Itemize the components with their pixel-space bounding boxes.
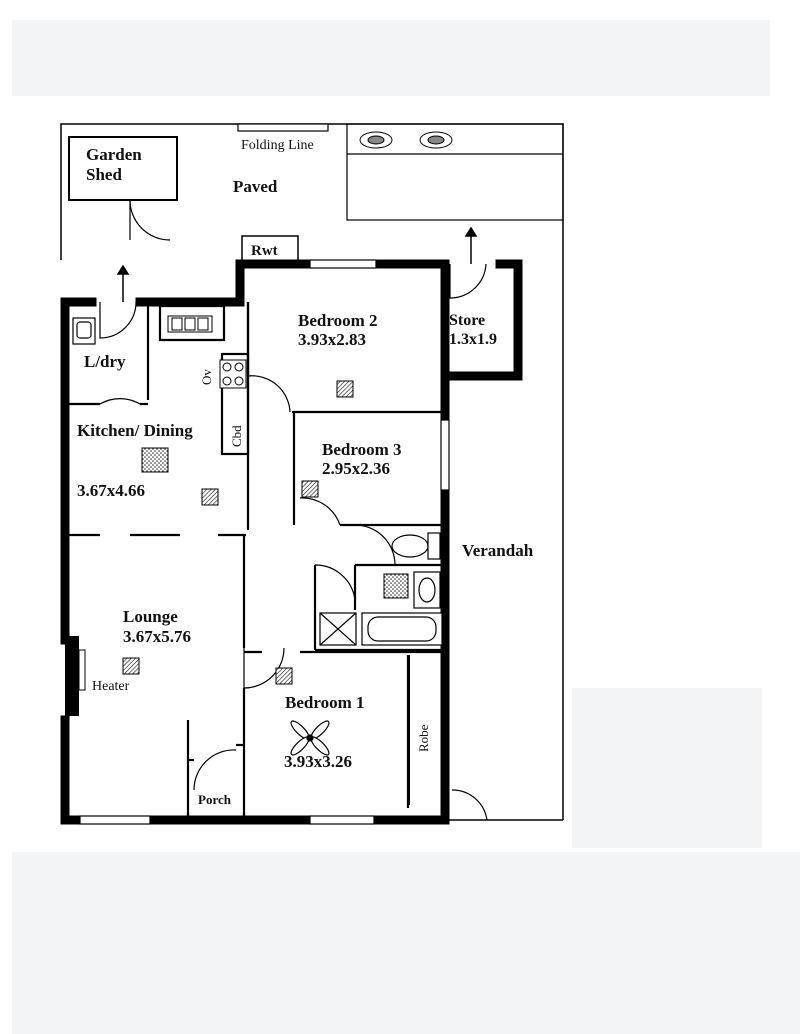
label-bedroom2: Bedroom 2 [298,311,378,330]
label-shed: Shed [86,165,122,184]
right-band [572,688,762,848]
plant-icon [359,131,453,149]
folding-line-marker [237,123,329,132]
site-boundary [60,123,564,821]
label-verandah: Verandah [462,541,534,560]
outlet-icon [336,380,354,398]
label-lounge: Lounge [123,607,178,626]
label-bedroom3: Bedroom 3 [322,440,402,459]
top-band [12,20,770,96]
label-ldry: L/dry [84,352,126,371]
outlet-icon [201,488,219,506]
label-kitchen: Kitchen/ Dining [77,421,193,440]
laundry-tub [72,317,96,345]
heater-unit [65,636,79,716]
garden-shed [68,136,178,241]
door-swings [99,263,488,821]
label-paved: Paved [233,177,278,196]
robe-divider [408,655,410,805]
cooktop [219,359,247,389]
bathtub [361,612,443,646]
light-fixture [383,573,409,599]
label-bedroom1-size: 3.93x3.26 [284,752,352,771]
outlet-icon [301,480,319,498]
label-kitchen-size: 3.67x4.66 [77,481,145,500]
label-garden: Garden [86,145,142,164]
outlet-icon [122,657,140,675]
exit-arrow-icon [116,226,478,302]
toilet [391,532,441,560]
label-robe: Robe [416,724,431,752]
label-store-size: 1.3x1.9 [449,331,497,348]
label-porch: Porch [198,792,232,807]
label-cbd: Cbd [229,425,244,447]
ceiling-fan-icon [290,720,330,756]
outlet-icon [275,667,293,685]
label-rwt: Rwt [251,243,278,259]
label-store: Store [449,312,485,329]
window-lines [79,259,450,825]
label-lounge-size: 3.67x5.76 [123,627,191,646]
bottom-band [12,852,800,1034]
label-heater: Heater [92,679,130,694]
vanity-basin [413,571,441,609]
shower [319,612,357,646]
garden-bed [346,123,564,221]
label-ov: Ov [199,369,214,385]
main-walls [60,259,523,825]
label-bedroom1: Bedroom 1 [285,693,365,712]
kitchen-sink [167,315,213,333]
rwt-tank [241,235,299,263]
label-bedroom3-size: 2.95x2.36 [322,459,390,478]
interior-walls [65,302,445,820]
light-fixture [141,447,169,473]
label-folding-line: Folding Line [241,138,314,153]
label-bedroom2-size: 3.93x2.83 [298,330,366,349]
